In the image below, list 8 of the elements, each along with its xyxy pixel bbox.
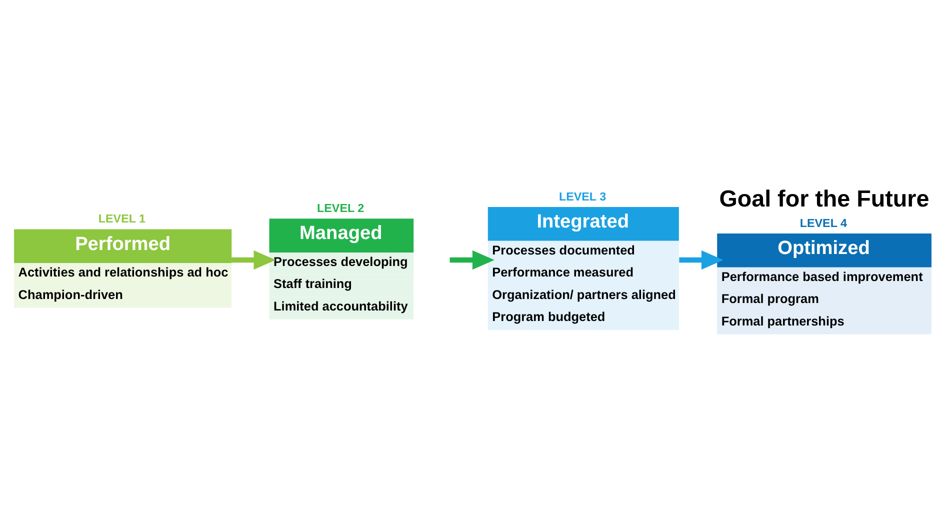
node-label: LEVEL 3 [558, 190, 606, 204]
node-label: LEVEL 1 [98, 212, 146, 226]
node-label: LEVEL 4 [800, 216, 847, 230]
arrow [450, 250, 494, 270]
node-label: LEVEL 2 [317, 202, 364, 216]
arrow [231, 250, 276, 270]
arrow [679, 250, 724, 270]
node-label: Goal for the Future [719, 186, 930, 212]
